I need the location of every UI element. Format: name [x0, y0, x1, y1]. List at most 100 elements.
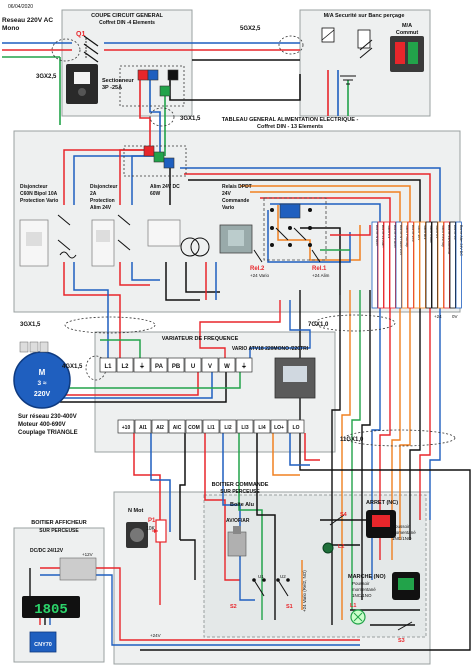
rel1-label: Rel.1 [312, 266, 327, 272]
bornier-terminal [425, 221, 432, 309]
bornier-terminal [419, 221, 426, 309]
vario-top-terminal-label: ⏚ [139, 363, 145, 370]
motor-volt: 220V [34, 391, 51, 398]
vario-bottom-terminal [219, 419, 237, 434]
arret-label: ARRET (NC) [366, 500, 398, 506]
relais-label-1: Relais DPDT [222, 184, 252, 190]
rel2-label: Rel.2 [250, 266, 265, 272]
vario-top-terminal-label: U [191, 364, 195, 370]
bornier-terminal [413, 221, 420, 309]
bornier-terminal-label: Vario COM [429, 225, 433, 243]
motor-note-2: Moteur 400-690V [18, 422, 66, 428]
s3-label: S3 [398, 638, 405, 644]
vario-bottom-terminal [236, 419, 254, 434]
coupe-title: COUPE CIRCUIT GENERAL [91, 13, 163, 19]
bornier-terminal [401, 221, 408, 309]
vario-bottom-terminal-label: AIC [173, 425, 182, 431]
display-value: 1805 [34, 602, 68, 618]
bornier-terminal-label: Borne 24V [411, 225, 415, 243]
cable-label-c7: 11GX1,0 [340, 437, 364, 443]
vario-top-terminal [184, 357, 202, 373]
vert-label: +24 Vario (Rel2, NO) [302, 570, 307, 612]
vario-top-terminal-label: PA [155, 364, 164, 370]
vario-bottom-terminal-label: +10 [122, 425, 131, 431]
cable-label-c1: 3GX2,5 [36, 74, 57, 80]
vario-bottom-terminal-label: LI3 [241, 425, 248, 431]
marche-sub-2: momentané [352, 587, 376, 592]
s2-label: S2 [230, 604, 237, 610]
bornier-terminal [371, 221, 378, 309]
vario-top-terminal-label: ⏚ [241, 363, 247, 370]
mains-label-2: Mono [2, 25, 19, 32]
vario-bottom-terminal-label: LI2 [224, 425, 231, 431]
sect-label-1: Sectionneur [102, 78, 135, 84]
p12-label: +12V [82, 552, 93, 557]
cable-sheaths [51, 35, 456, 447]
cny-label: CNY70 [34, 642, 52, 648]
arret-sub-2: momentané [392, 530, 416, 535]
alim-label-1: Alim 24V DC [150, 184, 180, 190]
afficheur-components [22, 557, 97, 653]
boitier-title-1: BOITIER COMMANDE [212, 482, 269, 488]
bornier-terminal-label: Borne L1 Alim [381, 225, 385, 247]
bornier-terminal [449, 221, 456, 309]
avof-label: AV/OF/AR [226, 518, 250, 524]
vario-bottom-terminal-label: COM [188, 425, 200, 431]
q1-label: Q1 [76, 31, 85, 38]
disjoncteur-alim [91, 214, 131, 267]
bornier-terminal-label: Vario L1 [387, 225, 391, 238]
vario-bottom-terminal [287, 419, 305, 434]
disj1-label-2: C60N Bipol 10A [20, 191, 58, 197]
u1-label: U1 [258, 574, 264, 579]
vario-bottom-terminal [270, 419, 288, 434]
vario-model: VARIO ATV18 220MONO /220TRI [232, 346, 309, 352]
wires-vario [60, 339, 320, 570]
vario-top-terminal-label: V [208, 364, 212, 370]
commutateur-securite [321, 27, 424, 85]
bornier-terminal-label: Vario Fwd/Stp [405, 225, 409, 247]
relais-label-4: Vario [222, 205, 234, 211]
vario-bottom-terminal [185, 419, 203, 434]
potentiometre-p1 [126, 519, 167, 548]
sect-label-2: 3P -25A [102, 85, 122, 91]
vario-top-terminal-label: W [224, 364, 230, 370]
vario-bottom-terminal [134, 419, 152, 434]
coupe-subtitle: Coffret DIN -4 Elements [99, 20, 155, 26]
vario-top-terminal-label: L1 [104, 364, 112, 370]
alim-label-2: 60W [150, 191, 161, 197]
disj2-label-3: Protection [90, 198, 115, 204]
bornier-terminal-label: Borne N / Alim 24V [399, 225, 403, 256]
vario-bottom-terminal-label: LO+ [274, 425, 284, 431]
vario-title: VARIATEUR DE FREQUENCE [162, 336, 239, 342]
wires-tableau [63, 149, 441, 360]
p1-val: 10K [146, 526, 156, 532]
l2-label: L2 [338, 544, 344, 550]
wires-afficheur [29, 567, 60, 625]
u2-label: U2 [280, 574, 286, 579]
cable-label-c4: 3GX1,5 [20, 322, 41, 328]
vario-top-terminal [116, 357, 134, 373]
tableau-title-1: TABLEAU GENERAL ALIMENTATION ELECTRIQUE … [222, 117, 359, 123]
vario-bottom-terminal [117, 419, 135, 434]
ma-label-1: M/A [402, 23, 412, 29]
marche-sub-3: 1NC/1NO [352, 593, 372, 598]
vario-bottom-terminal-label: LO [293, 425, 300, 431]
bornier-terminal-label: Vario Rev/Stp [441, 225, 445, 247]
date-label: 06/04/2020 [8, 4, 33, 10]
arret-sub-3: 1NC/1NO [392, 536, 412, 541]
relais-label-3: Commande [222, 198, 249, 204]
vario-top-terminal [167, 357, 185, 373]
disj2-label-2: 2A [90, 191, 97, 197]
bornier-terminal [443, 221, 450, 309]
term-label-24: +24 [434, 314, 442, 319]
s1-label: S1 [286, 604, 293, 610]
vario-bottom-terminal [202, 419, 220, 434]
l1-label: L1 [350, 603, 356, 609]
vario-bottom-terminal-label: AI2 [156, 425, 164, 431]
disj1-label-1: Disjoncteur [20, 184, 48, 190]
rel1-sub: +24 Alim [312, 273, 330, 278]
afficheur-title-2: SUR PERCEUSE [39, 528, 79, 534]
disj2-label-4: Alim 24V [90, 205, 112, 211]
